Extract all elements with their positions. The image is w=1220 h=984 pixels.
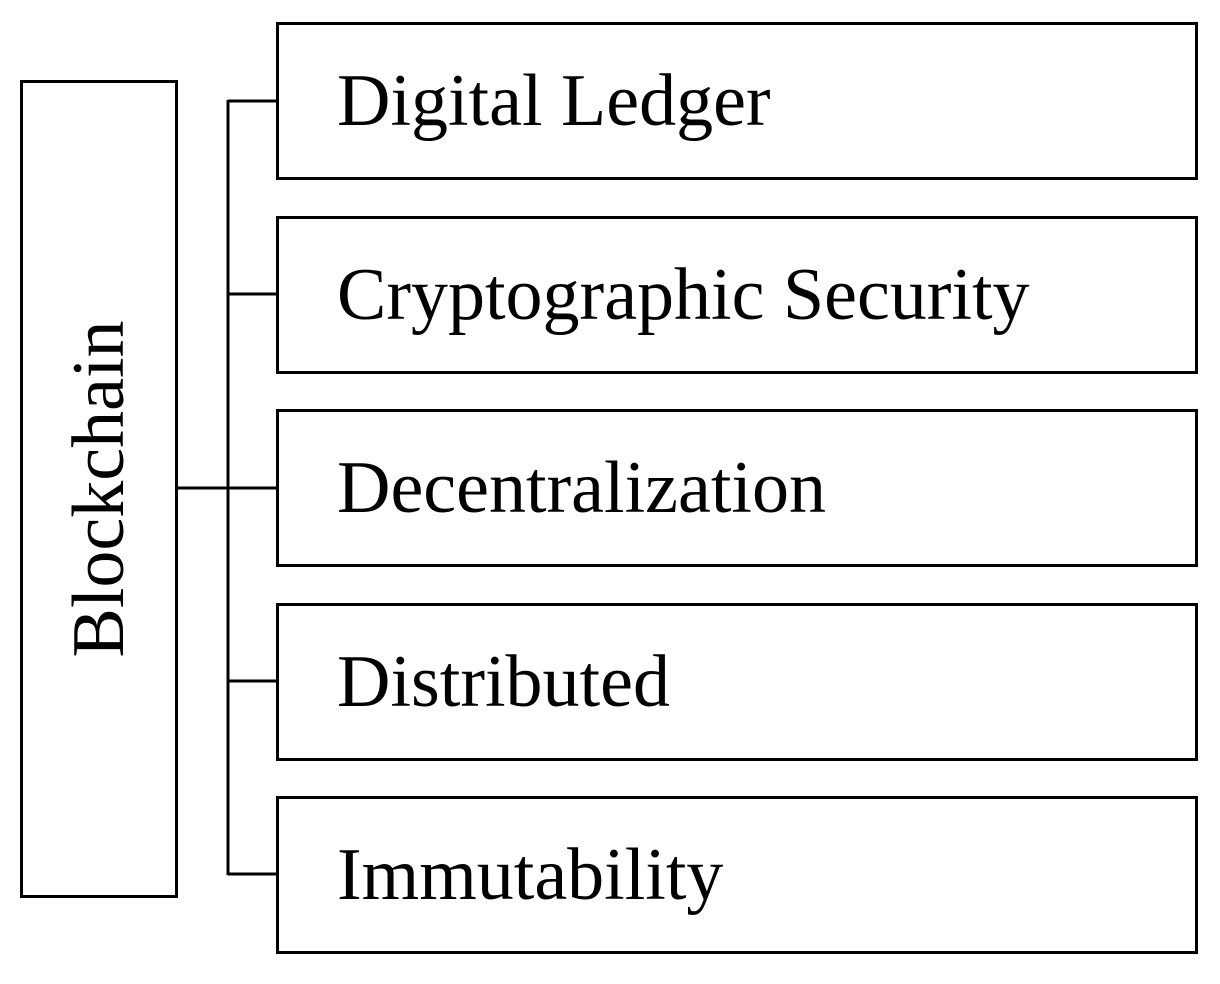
child-node-immutability: Immutability [276, 796, 1198, 954]
child-node-cryptographic-security: Cryptographic Security [276, 216, 1198, 374]
child-node-digital-ledger: Digital Ledger [276, 22, 1198, 180]
child-node-label: Digital Ledger [337, 60, 771, 142]
child-node-label: Decentralization [337, 447, 826, 529]
child-node-label: Immutability [337, 834, 724, 916]
child-node-label: Cryptographic Security [337, 254, 1030, 336]
child-node-distributed: Distributed [276, 603, 1198, 761]
child-node-decentralization: Decentralization [276, 409, 1198, 567]
root-node-box: Blockchain [20, 80, 178, 898]
child-node-label: Distributed [337, 641, 670, 723]
root-node-label: Blockchain [58, 320, 140, 658]
